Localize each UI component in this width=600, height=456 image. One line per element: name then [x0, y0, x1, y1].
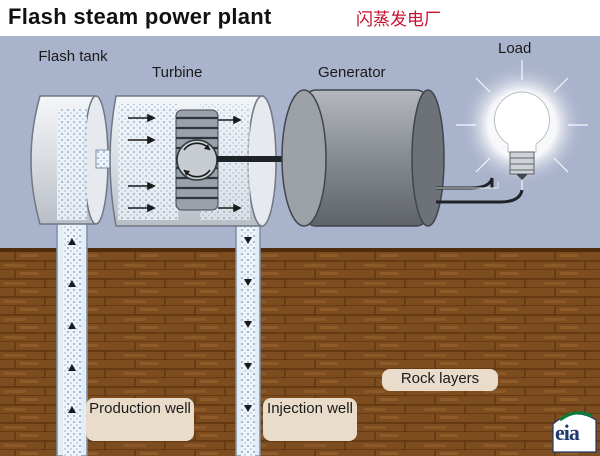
chinese-title: 闪蒸发电厂	[356, 10, 441, 30]
steam-arrows	[128, 113, 242, 213]
eia-logo-icon	[552, 411, 597, 453]
ground-surface	[0, 248, 600, 252]
generator	[281, 89, 445, 227]
turbine-rotor	[175, 109, 219, 211]
production-arrows	[68, 238, 76, 413]
shaft	[217, 156, 305, 162]
wire-bottom	[436, 189, 524, 204]
light-bulb-icon	[456, 60, 588, 190]
production-well-label: Production well	[86, 398, 194, 441]
eia-logo-text: eia	[555, 420, 580, 445]
arrow-up-icon	[68, 364, 76, 371]
injection-arrows	[244, 237, 252, 412]
rock-layers-label: Rock layers	[382, 369, 498, 391]
arrow-up-icon	[68, 238, 76, 245]
arrow-up-icon	[68, 280, 76, 287]
injection-well-pipe	[235, 217, 261, 456]
injection-well-label: Injection well	[263, 398, 357, 441]
turbine-label: Turbine	[152, 64, 203, 81]
arrow-down-icon	[244, 237, 252, 244]
flash-tank	[30, 95, 109, 225]
title-bar	[0, 0, 600, 36]
arrow-up-icon	[68, 406, 76, 413]
arrow-down-icon	[244, 321, 252, 328]
load-label: Load	[498, 40, 532, 57]
arrow-up-icon	[68, 322, 76, 329]
arrow-down-icon	[244, 363, 252, 370]
generator-label: Generator	[318, 64, 386, 81]
page-title: Flash steam power plant	[8, 4, 272, 29]
arrow-down-icon	[244, 405, 252, 412]
flash-tank-label: Flash tank	[38, 48, 108, 65]
arrow-down-icon	[244, 279, 252, 286]
